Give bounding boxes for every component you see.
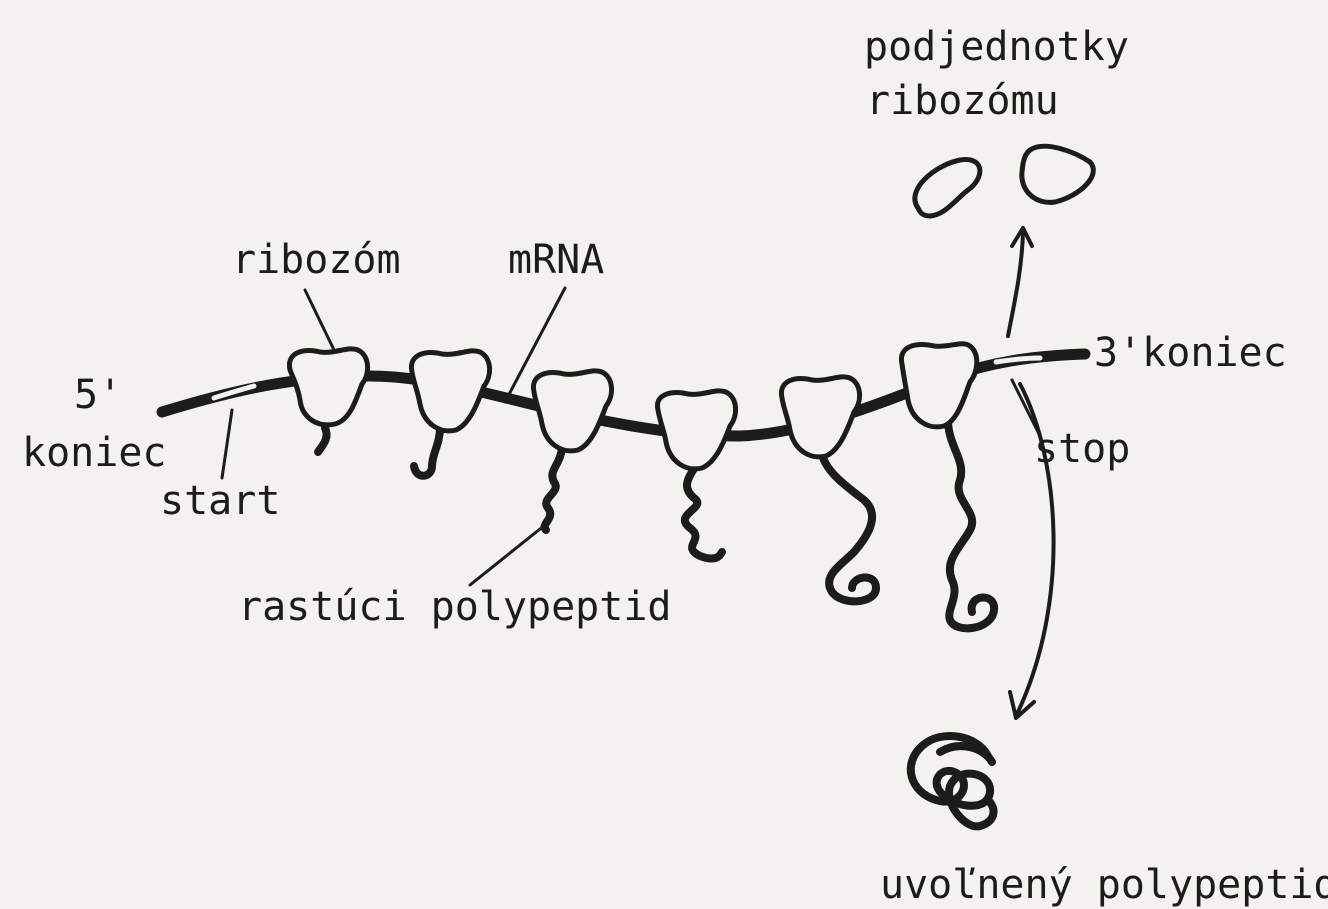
subunits-label-line1: podjednotky (864, 24, 1129, 70)
five-prime-label: 5' (74, 372, 122, 418)
ribosome-3 (533, 371, 611, 451)
polypeptide-chain-6 (948, 420, 994, 628)
start-leader-line (222, 410, 232, 478)
mrna-label: mRNA (508, 237, 604, 283)
dissociation-arrow (1008, 232, 1023, 336)
stop-label: stop (1034, 426, 1130, 472)
ribosome-large-subunit (1022, 146, 1094, 202)
subunits-label-line2: ribozómu (866, 78, 1059, 124)
growing-polypeptide-label: rastúci polypeptid (238, 584, 671, 630)
polypeptide-chain-2 (414, 428, 440, 476)
polypeptide-chain-4 (685, 462, 722, 559)
ribosome-5 (781, 377, 859, 457)
ribosome-label: ribozóm (232, 237, 401, 283)
three-prime-end-label: 3'koniec (1094, 330, 1287, 376)
polypeptide-chain-1 (318, 428, 327, 452)
polypeptide-leader-line (470, 525, 545, 585)
five-prime-end-label: koniec (22, 430, 167, 476)
ribosome-6 (901, 344, 976, 427)
ribosome-leader-line (305, 290, 335, 352)
polypeptide-chain-5 (822, 454, 876, 601)
polypeptide-chain-3 (545, 448, 562, 530)
ribosome-small-subunit (915, 160, 980, 216)
ribosome-4 (657, 391, 735, 469)
ribosome-2 (411, 351, 489, 431)
start-label: start (160, 478, 280, 524)
ribosome-1 (289, 349, 367, 425)
released-polypeptide-label: uvoľnený polypeptid (880, 862, 1328, 908)
released-polypeptide-loop (940, 746, 992, 762)
